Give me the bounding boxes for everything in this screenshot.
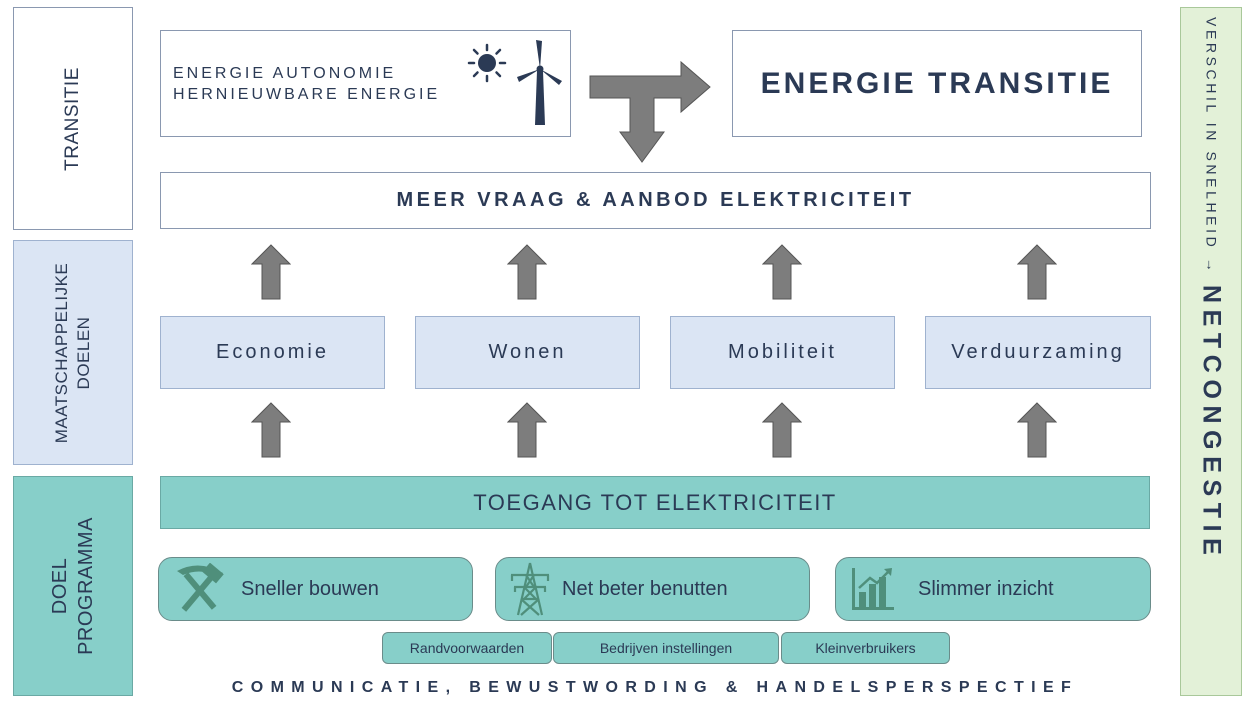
footer-communicatie: COMMUNICATIE, BEWUSTWORDING & HANDELSPER… <box>231 679 1079 696</box>
up-arrow <box>507 402 547 458</box>
side-label-speed-difference: VERSCHIL IN SNELHEID → <box>1203 17 1220 276</box>
up-arrow <box>251 244 291 300</box>
side-label-maatschappelijke-doelen: MAATSCHAPPELIJKE DOELEN <box>13 240 133 465</box>
energie-autonomie-box: ENERGIE AUTONOMIE HERNIEUWBARE ENERGIE <box>160 30 571 137</box>
demand-bar-label: MEER VRAAG & AANBOD ELEKTRICITEIT <box>396 189 915 211</box>
tag-randvoorwaarden: Randvoorwaarden <box>382 632 552 664</box>
access-bar: TOEGANG TOT ELEKTRICITEIT <box>160 476 1150 529</box>
tag-kleinverbruikers: Kleinverbruikers <box>781 632 950 664</box>
energie-autonomie-label: ENERGIE AUTONOMIE <box>173 65 397 82</box>
program-label: Slimmer inzicht <box>918 577 1054 600</box>
up-arrow <box>1017 244 1057 300</box>
side-label-doel-line2: PROGRAMMA <box>75 517 97 655</box>
up-arrow <box>1017 402 1057 458</box>
tag-bedrijven-instellingen: Bedrijven instellingen <box>553 632 779 664</box>
goal-label: Economie <box>216 341 329 363</box>
program-label: Net beter benutten <box>562 577 728 600</box>
side-label-maatschappelijke-line2: DOELEN <box>74 316 93 389</box>
tag-label: Bedrijven instellingen <box>599 640 733 656</box>
up-arrow <box>507 244 547 300</box>
access-bar-label: TOEGANG TOT ELEKTRICITEIT <box>473 489 837 515</box>
bar-chart-icon <box>852 568 894 610</box>
energie-transitie-box: ENERGIE TRANSITIE <box>732 30 1142 137</box>
tag-label: Randvoorwaarden <box>409 640 525 656</box>
goal-label: Mobiliteit <box>728 341 837 363</box>
program-net-beter-benutten: Net beter benutten <box>495 557 810 621</box>
hernieuwbare-energie-label: HERNIEUWBARE ENERGIE <box>173 86 441 103</box>
wind-turbine-icon <box>517 40 562 125</box>
up-arrow <box>762 402 802 458</box>
side-label-netcongestie-text: NETCONGESTIE <box>1197 285 1226 562</box>
power-pylon-icon <box>510 562 550 616</box>
energie-transitie-title: ENERGIE TRANSITIE <box>760 66 1114 100</box>
sun-icon <box>467 43 507 83</box>
up-arrow <box>251 402 291 458</box>
goal-verduurzaming: Verduurzaming <box>925 316 1151 389</box>
side-label-transitie: TRANSITIE <box>13 7 133 230</box>
transition-arrow <box>589 60 711 163</box>
goal-economie: Economie <box>160 316 385 389</box>
program-label: Sneller bouwen <box>241 577 379 600</box>
side-label-maatschappelijke-line1: MAATSCHAPPELIJKE <box>52 262 71 443</box>
goal-label: Wonen <box>488 341 567 363</box>
side-label-transitie-text: TRANSITIE <box>62 66 83 171</box>
goal-label: Verduurzaming <box>951 341 1125 363</box>
goal-mobiliteit: Mobiliteit <box>670 316 895 389</box>
side-label-netcongestie: VERSCHIL IN SNELHEID → NETCONGESTIE <box>1180 7 1242 696</box>
side-label-doel-programma: DOEL PROGRAMMA <box>13 476 133 696</box>
hammer-pick-icon <box>177 563 224 612</box>
program-sneller-bouwen: Sneller bouwen <box>158 557 473 621</box>
program-slimmer-inzicht: Slimmer inzicht <box>835 557 1151 621</box>
side-label-doel-line1: DOEL <box>49 557 71 615</box>
goal-wonen: Wonen <box>415 316 640 389</box>
up-arrow <box>762 244 802 300</box>
tag-label: Kleinverbruikers <box>815 640 916 656</box>
demand-bar: MEER VRAAG & AANBOD ELEKTRICITEIT <box>160 172 1151 229</box>
